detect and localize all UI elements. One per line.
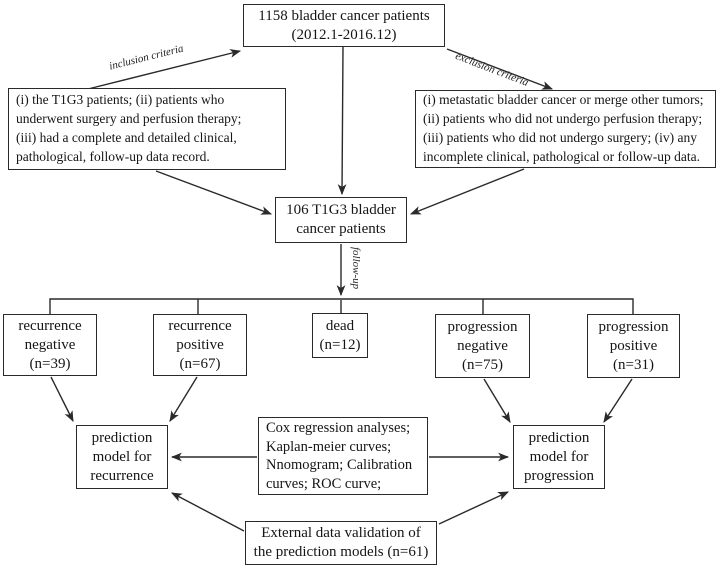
node-prediction-model-progression: prediction model for progression	[513, 425, 605, 489]
edge-exclusion-to-106	[409, 168, 525, 215]
node-1158-patients: 1158 bladder cancer patients (2012.1-201…	[243, 4, 445, 47]
edge-exclusion-criteria	[446, 48, 554, 90]
edge-progpos-to-model	[603, 378, 633, 423]
edge-progneg-to-model	[483, 378, 511, 423]
edge-branch-line	[49, 298, 634, 315]
node-recurrence-negative: recurrence negative (n=39)	[3, 314, 97, 376]
edge-total-to-106	[337, 46, 347, 196]
node-external-validation: External data validation of the predicti…	[245, 521, 437, 565]
node-progression-negative: progression negative (n=75)	[435, 314, 530, 378]
edge-inclusion-criteria	[87, 49, 242, 90]
node-inclusion-criteria: (i) the T1G3 patients; (ii) patients who…	[8, 88, 286, 170]
node-dead: dead (n=12)	[312, 313, 368, 358]
edge-external-to-recur	[171, 492, 245, 532]
edge-external-to-prog	[438, 491, 509, 525]
node-recurrence-positive: recurrence positive (n=67)	[153, 314, 247, 376]
edge-inclusion-to-106	[155, 170, 273, 215]
label-follow-up: follow-up	[350, 247, 362, 290]
node-prediction-model-recurrence: prediction model for recurrence	[76, 425, 168, 489]
edge-recpos-to-model	[169, 376, 198, 422]
node-exclusion-criteria: (i) metastatic bladder cancer or merge o…	[415, 90, 716, 168]
node-106-patients: 106 T1G3 bladder cancer patients	[275, 197, 407, 243]
node-analysis-methods: Cox regression analyses; Kaplan-meier cu…	[258, 417, 428, 495]
edge-recneg-to-model	[50, 376, 74, 422]
node-progression-positive: progression positive (n=31)	[587, 314, 680, 378]
